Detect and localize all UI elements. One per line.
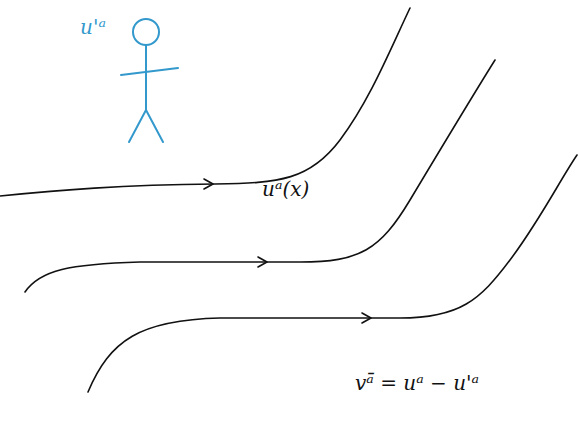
observer-velocity-label: u'ᵃ: [80, 16, 106, 38]
flow-line: [25, 60, 495, 292]
relative-velocity-label: vᵃ̄ = uᵃ − u'ᵃ: [355, 372, 479, 394]
flow-line: [0, 8, 410, 196]
arrow-head: [258, 257, 267, 267]
arrow-head: [362, 313, 371, 323]
flow-velocity-label: uᵃ(x): [262, 178, 309, 200]
observer-figure: [121, 19, 178, 142]
flow-line: [88, 155, 577, 392]
arrow-head: [204, 179, 213, 189]
